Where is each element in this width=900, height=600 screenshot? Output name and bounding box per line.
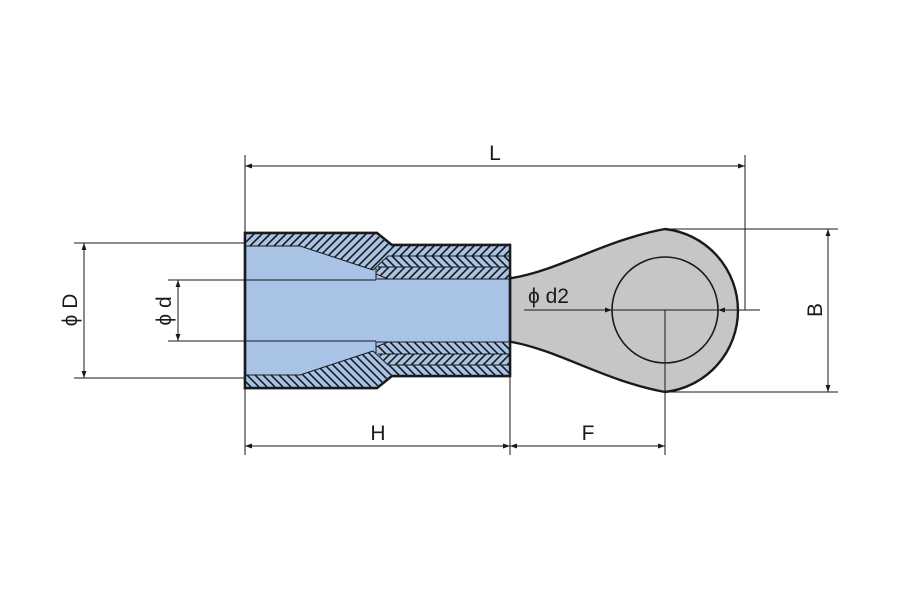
dimension-lines (81, 163, 831, 449)
sleeve-hatch-bottom-outer (246, 351, 509, 387)
dim-label-F: F (582, 422, 595, 445)
sleeve-inner-contours (246, 245, 509, 376)
dim-label-B: B (804, 303, 827, 317)
dim-label-L: L (489, 142, 501, 165)
barrel-hatch-bottom-b (376, 342, 509, 354)
barrel-hatch-bottom-a (378, 354, 509, 365)
dim-label-d2: ϕ d2 (528, 285, 569, 308)
dim-label-H: H (370, 422, 385, 445)
sleeve-hatch-top-outer (246, 234, 509, 270)
dim-label-D: ϕ D (59, 294, 82, 327)
barrel-hatch-top-b (376, 267, 509, 279)
dim-label-d: ϕ d (153, 296, 176, 325)
barrel-hatch-top-a (378, 256, 509, 267)
